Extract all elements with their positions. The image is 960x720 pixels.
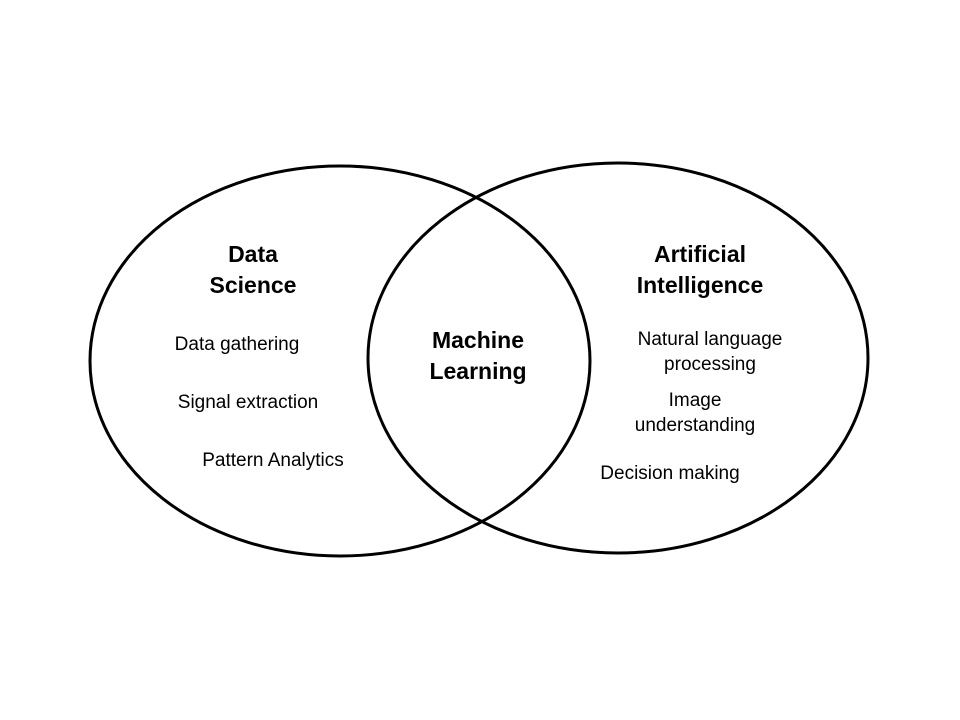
data-science-title-line-2: Science: [209, 272, 297, 298]
artificial-intelligence-circle: [366, 161, 870, 555]
natural-language-processing-label: Natural language processing: [600, 327, 820, 377]
pattern-analytics-label: Pattern Analytics: [202, 450, 344, 471]
image-understanding-line-2: understanding: [634, 415, 756, 436]
machine-learning-title-line-1: Machine: [431, 327, 525, 353]
machine-learning-title: Machine Learning: [398, 325, 558, 387]
data-science-circle: [88, 164, 592, 558]
decision-making-label: Decision making: [570, 461, 770, 486]
artificial-intelligence-title-line-1: Artificial: [653, 241, 747, 267]
data-gathering-label: Data gathering: [174, 334, 300, 355]
artificial-intelligence-title-line-2: Intelligence: [636, 272, 764, 298]
artificial-intelligence-title: Artificial Intelligence: [600, 239, 800, 301]
image-understanding-label: Image understanding: [595, 388, 795, 438]
natural-language-processing-line-2: processing: [664, 354, 756, 375]
data-science-title: Data Science: [173, 239, 333, 301]
decision-making-line-1: Decision making: [600, 463, 740, 484]
image-understanding-line-1: Image: [668, 390, 722, 411]
signal-extraction-label: Signal extraction: [177, 392, 319, 413]
data-science-title-line-1: Data: [228, 241, 278, 267]
natural-language-processing-line-1: Natural language: [637, 329, 783, 350]
machine-learning-title-line-2: Learning: [429, 358, 527, 384]
